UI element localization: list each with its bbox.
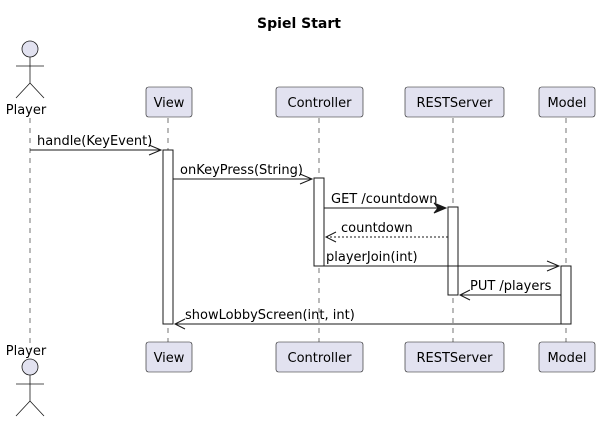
participant-view-bottom: View xyxy=(145,341,193,373)
message-showlobbyscreen-label: showLobbyScreen(int, int) xyxy=(185,308,355,323)
participant-controller-bottom: Controller xyxy=(275,341,364,373)
message-countdown-return-label: countdown xyxy=(341,221,413,236)
actor-player-top-label: Player xyxy=(6,103,47,118)
actor-player-top: Player xyxy=(6,40,47,118)
message-put-players: PUT /players xyxy=(458,279,561,301)
message-get-countdown-label: GET /countdown xyxy=(331,192,438,207)
participant-controller-bottom-label: Controller xyxy=(288,351,353,366)
participant-restserver-bottom: RESTServer xyxy=(404,341,505,373)
message-onkeypress: onKeyPress(String) xyxy=(173,163,314,185)
actor-player-bottom-label: Player xyxy=(6,344,47,359)
activation-controller xyxy=(313,177,325,267)
participant-view-top: View xyxy=(145,86,193,118)
message-handle-keyevent: handle(KeyEvent) xyxy=(30,134,163,156)
message-countdown-return: countdown xyxy=(324,221,448,243)
participant-view-top-label: View xyxy=(154,96,185,111)
activation-restserver xyxy=(447,206,459,296)
activation-view xyxy=(162,149,174,325)
diagram-title: Spiel Start xyxy=(257,16,341,32)
participant-restserver-top-label: RESTServer xyxy=(416,96,493,111)
participant-model-bottom-label: Model xyxy=(547,351,586,366)
message-put-players-label: PUT /players xyxy=(470,279,552,294)
participant-model-bottom: Model xyxy=(538,341,596,373)
message-handle-keyevent-label: handle(KeyEvent) xyxy=(37,134,152,149)
actor-player-bottom: Player xyxy=(6,344,47,417)
activation-model xyxy=(560,265,572,325)
participant-controller-top-label: Controller xyxy=(288,96,353,111)
message-showlobbyscreen: showLobbyScreen(int, int) xyxy=(173,308,561,330)
message-playerjoin: playerJoin(int) xyxy=(324,250,561,272)
participant-view-bottom-label: View xyxy=(154,351,185,366)
participant-restserver-bottom-label: RESTServer xyxy=(416,351,493,366)
message-onkeypress-label: onKeyPress(String) xyxy=(180,163,303,178)
participant-controller-top: Controller xyxy=(275,86,364,118)
participant-model-top: Model xyxy=(538,86,596,118)
participant-restserver-top: RESTServer xyxy=(404,86,505,118)
message-get-countdown: GET /countdown xyxy=(324,192,448,214)
message-playerjoin-label: playerJoin(int) xyxy=(326,250,418,265)
participant-model-top-label: Model xyxy=(547,96,586,111)
